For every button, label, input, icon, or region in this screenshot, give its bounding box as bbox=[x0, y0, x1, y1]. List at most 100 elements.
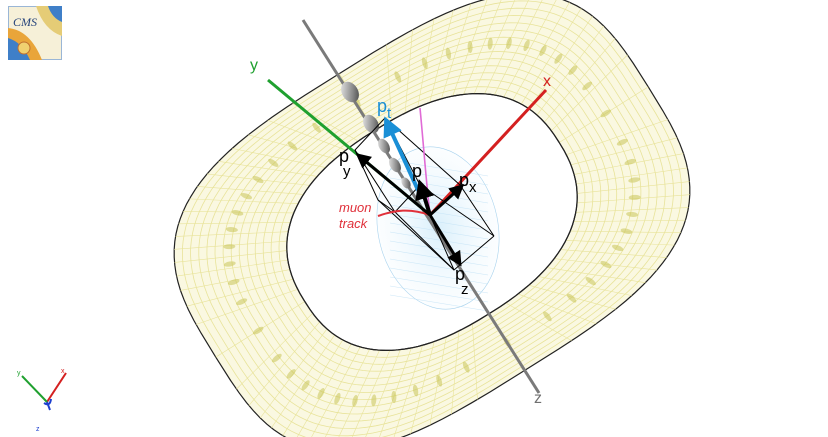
barrel-cell bbox=[271, 353, 282, 363]
calo-hatch-line bbox=[389, 276, 489, 294]
barrel-cell bbox=[568, 65, 578, 75]
barrel-segment-line bbox=[324, 348, 370, 437]
z-axis-label: z bbox=[534, 390, 542, 407]
barrel-segment-line bbox=[472, 323, 478, 400]
py-vector bbox=[355, 153, 431, 217]
barrel-cell bbox=[600, 260, 612, 269]
barrel-cell bbox=[467, 41, 473, 54]
barrel-cell bbox=[582, 81, 593, 91]
barrel-cell bbox=[612, 244, 624, 252]
calo-hatch-line bbox=[389, 249, 489, 267]
momentum-vectors bbox=[355, 116, 465, 267]
barrel-cell bbox=[240, 192, 252, 200]
barrel-segment-line bbox=[505, 302, 572, 341]
barrel-cell bbox=[624, 158, 637, 165]
calo-hatch-line bbox=[389, 294, 489, 312]
beam-beads bbox=[341, 81, 411, 189]
cms-logo-text: CMS bbox=[13, 15, 37, 29]
triad-x-label: x bbox=[61, 368, 65, 375]
barrel-cell bbox=[421, 57, 428, 69]
barrel-segment-line bbox=[577, 181, 690, 194]
calo-hatch-line bbox=[389, 258, 489, 276]
barrel-cell bbox=[371, 394, 377, 407]
barrel-segment-line bbox=[451, 330, 460, 415]
barrel-cell bbox=[566, 293, 577, 303]
barrel-segment-line bbox=[271, 334, 335, 429]
barrel-segment-line bbox=[195, 288, 298, 325]
barrel-cell bbox=[620, 228, 633, 234]
barrel-cell bbox=[394, 71, 402, 83]
p-label: p bbox=[412, 161, 422, 181]
barrel-segment-line bbox=[311, 346, 361, 437]
barrel-segment-line bbox=[546, 267, 646, 283]
barrel-segment-line bbox=[570, 137, 678, 166]
calo-hatch-line bbox=[389, 186, 489, 204]
barrel-segment-line bbox=[178, 221, 291, 225]
calo-hatch-line bbox=[389, 204, 489, 222]
barrel-cell bbox=[585, 277, 596, 286]
barrel-cell bbox=[334, 392, 341, 405]
calo-hatch-line bbox=[389, 231, 489, 249]
triad-y-label: y bbox=[17, 370, 21, 377]
pz-vector bbox=[428, 214, 462, 267]
barrel-cell bbox=[227, 279, 240, 286]
barrel-cell bbox=[539, 45, 547, 57]
barrel-cell bbox=[554, 53, 563, 64]
barrel-cell bbox=[231, 210, 244, 216]
barrel-cells bbox=[223, 37, 641, 407]
barrel-cell bbox=[436, 375, 443, 387]
muon-track-curve bbox=[377, 209, 431, 217]
barrel-segment-line bbox=[544, 38, 616, 123]
barrel-cell bbox=[225, 227, 238, 233]
barrel-segment-line bbox=[197, 186, 304, 195]
barrel-cell bbox=[352, 394, 358, 407]
barrel-cell bbox=[626, 211, 639, 217]
barrel-segment-line bbox=[386, 44, 392, 121]
p-vector bbox=[415, 179, 435, 216]
barrel-cell bbox=[616, 138, 628, 146]
calo-hatch-line bbox=[389, 285, 489, 303]
barrel-cell bbox=[487, 37, 493, 50]
barrel-cell bbox=[628, 177, 641, 183]
barrel-segment-line bbox=[566, 119, 669, 156]
barrel-segment-line bbox=[404, 29, 413, 114]
barrel-cell bbox=[445, 47, 452, 60]
barrel-cell bbox=[543, 311, 552, 322]
barrel-segment-line bbox=[529, 15, 593, 110]
barrel-segment-line bbox=[351, 350, 391, 437]
barrel-segment-line bbox=[232, 148, 326, 168]
barrel-cell bbox=[600, 109, 612, 118]
barrel-cell bbox=[223, 244, 236, 250]
barrel-cell bbox=[287, 141, 298, 151]
barrel-segment-line bbox=[560, 249, 667, 258]
barrel-segment-line bbox=[410, 341, 435, 434]
orientation-triad: x y z bbox=[17, 368, 67, 433]
barrel-segment-line bbox=[248, 321, 320, 406]
barrel-segment-line bbox=[218, 161, 318, 177]
barrel-segment-line bbox=[189, 198, 299, 204]
x-axis-label: x bbox=[543, 73, 551, 90]
calo-hatch-line bbox=[389, 213, 489, 231]
barrel-segment-line bbox=[517, 293, 597, 325]
px-vector bbox=[428, 183, 465, 217]
calo-hatch-line bbox=[389, 168, 489, 186]
barrel-segment-line bbox=[186, 278, 294, 307]
pt-vector bbox=[383, 116, 420, 191]
barrel-cell bbox=[412, 384, 419, 397]
barrel-cell bbox=[286, 369, 296, 379]
barrel-segment-line bbox=[365, 349, 401, 437]
barrel-segment-line bbox=[441, 3, 472, 99]
calo-hatch-line bbox=[389, 267, 489, 285]
barrel-segment-line bbox=[176, 259, 288, 277]
barrel-segment-line bbox=[521, 8, 582, 105]
triad-z-label: z bbox=[36, 426, 40, 433]
barrel-segment-line bbox=[503, 0, 557, 98]
barrel-cell bbox=[268, 158, 279, 167]
pt-label: pt bbox=[377, 96, 392, 122]
barrel-cell bbox=[252, 326, 264, 335]
momentum-box bbox=[354, 117, 495, 271]
barrel-layer-lines bbox=[174, 0, 690, 437]
